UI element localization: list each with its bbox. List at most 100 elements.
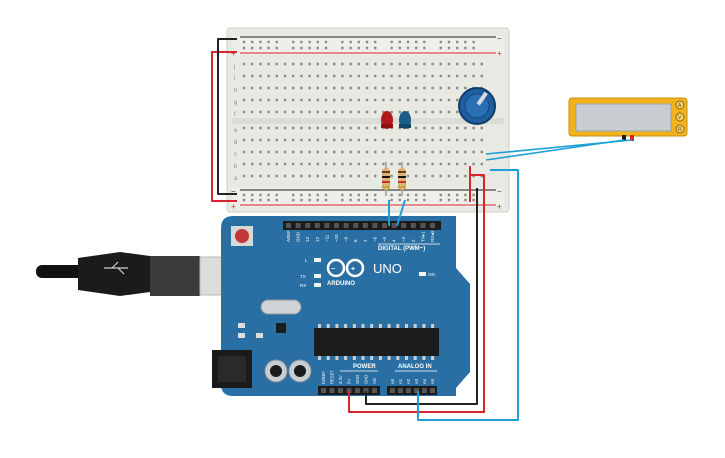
breadboard-hole <box>349 126 352 130</box>
digital-pin-socket[interactable] <box>295 223 301 228</box>
led-l <box>314 258 321 262</box>
wire-left-rail-plus[interactable] <box>211 51 237 202</box>
led-red[interactable] <box>381 111 393 129</box>
rail-hole <box>242 46 246 50</box>
rail-hole <box>357 193 360 197</box>
potentiometer[interactable] <box>458 87 496 125</box>
resistor-1[interactable] <box>382 162 390 196</box>
led-blue[interactable] <box>399 111 411 129</box>
digital-pin-label: TX▸1 <box>420 231 425 242</box>
power-pin-socket[interactable] <box>372 388 377 393</box>
power-pin-socket[interactable] <box>363 388 369 393</box>
power-pin-socket[interactable] <box>338 388 343 393</box>
breadboard-hole <box>251 62 254 66</box>
breadboard-hole <box>423 126 426 130</box>
probe-red[interactable] <box>630 135 634 141</box>
breadboard-hole <box>357 162 360 166</box>
digital-pin-socket[interactable] <box>420 223 426 228</box>
rail-plus-label-tr: + <box>497 49 502 58</box>
breadboard-hole <box>333 162 336 166</box>
breadboard-hole <box>439 62 442 66</box>
multimeter[interactable]: A V R <box>568 97 688 141</box>
atmega328-chip <box>314 328 439 356</box>
power-pin-socket[interactable] <box>346 388 352 393</box>
digital-pin-socket[interactable] <box>343 223 349 228</box>
breadboard-hole <box>283 74 287 78</box>
breadboard-hole <box>324 110 328 114</box>
breadboard-hole <box>439 138 442 142</box>
resistor-1-band-1 <box>382 171 390 173</box>
digital-pin-socket[interactable] <box>353 223 359 228</box>
terminal-a[interactable] <box>675 100 685 110</box>
wires[interactable] <box>211 38 633 421</box>
breadboard-hole <box>431 174 434 178</box>
digital-pin-socket[interactable] <box>382 223 387 228</box>
breadboard-hole <box>472 150 475 154</box>
breadboard-hole <box>390 62 393 66</box>
breadboard-hole <box>242 98 246 102</box>
rail-hole <box>259 40 262 44</box>
breadboard-hole <box>292 150 295 154</box>
capacitor-1-top <box>270 365 282 377</box>
digital-pin-socket[interactable] <box>430 223 435 228</box>
rail-hole <box>259 46 262 50</box>
rail-hole <box>324 46 328 50</box>
rail-minus-label-tr: − <box>497 34 502 43</box>
chip-pin <box>413 324 417 328</box>
wire-meter-red-probe[interactable] <box>485 139 633 155</box>
digital-pin-socket[interactable] <box>362 223 368 228</box>
wire-digital-pin-to-resistor-2[interactable] <box>396 199 406 227</box>
terminal-v[interactable] <box>675 112 685 122</box>
digital-pin-socket[interactable] <box>391 223 397 228</box>
digital-pin-socket[interactable] <box>305 223 311 228</box>
digital-pin-socket[interactable] <box>372 223 378 228</box>
analog-pin-socket[interactable] <box>422 388 427 393</box>
reset-button[interactable] <box>235 229 249 243</box>
digital-pin-socket[interactable] <box>314 223 320 228</box>
breadboard-hole <box>292 138 295 142</box>
breadboard-hole <box>283 86 287 90</box>
analog-pin-socket[interactable] <box>430 388 435 393</box>
breadboard-hole <box>349 74 352 78</box>
breadboard-hole <box>390 74 393 78</box>
breadboard-hole <box>324 162 328 166</box>
rail-hole <box>324 40 328 44</box>
breadboard-hole <box>275 174 278 178</box>
rail-hole <box>341 46 344 50</box>
rail-hole <box>349 198 352 202</box>
rail-hole <box>439 46 442 50</box>
resistor-2[interactable] <box>398 162 406 196</box>
breadboard-hole <box>349 162 352 166</box>
digital-pin-socket[interactable] <box>334 223 339 228</box>
breadboard-hole <box>267 162 270 166</box>
power-pin-socket[interactable] <box>321 388 326 393</box>
digital-pin-socket[interactable] <box>410 223 416 228</box>
analog-pin-socket[interactable] <box>398 388 403 393</box>
analog-pin-socket[interactable] <box>406 388 411 393</box>
breadboard-hole <box>464 162 467 166</box>
terminal-r[interactable] <box>675 124 685 134</box>
wire-a1-to-potentiometer[interactable] <box>417 169 519 421</box>
rail-hole <box>447 198 451 202</box>
wire-gnd-to-rail[interactable] <box>365 188 478 405</box>
breadboard-hole <box>464 174 467 178</box>
usb-cable[interactable] <box>36 252 241 296</box>
top-power-rail <box>232 36 504 55</box>
digital-pin-socket[interactable] <box>286 223 291 228</box>
power-pin-socket[interactable] <box>329 388 335 393</box>
potentiometer-knob[interactable] <box>464 93 490 119</box>
digital-pin-socket[interactable] <box>401 223 407 228</box>
breadboard-hole <box>374 150 377 154</box>
wire-left-rail-minus[interactable] <box>217 38 237 195</box>
breadboard[interactable]: − + − + − + − + j i h g f e d c b a <box>226 27 510 213</box>
analog-pin-socket[interactable] <box>414 388 419 393</box>
analog-pin-socket[interactable] <box>390 388 395 393</box>
digital-pin-socket[interactable] <box>324 223 330 228</box>
power-pin-socket[interactable] <box>355 388 360 393</box>
breadboard-hole <box>431 162 434 166</box>
breadboard-hole <box>374 74 377 78</box>
digital-header-label: DIGITAL (PWM~) <box>378 246 425 252</box>
probe-black[interactable] <box>622 135 626 141</box>
